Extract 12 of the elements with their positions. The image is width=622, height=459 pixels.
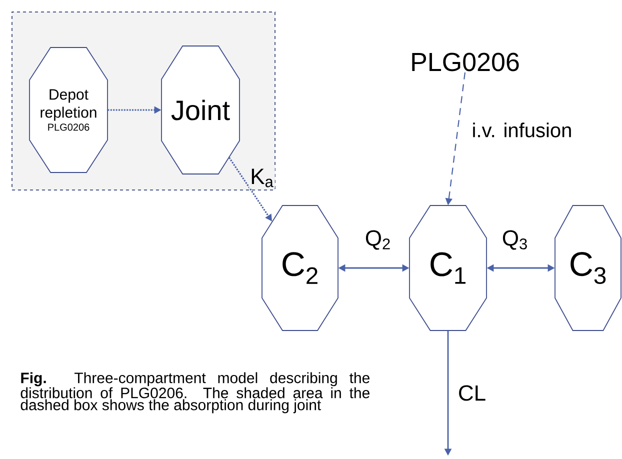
compartment-octagon: C$_{1}$: [409, 205, 487, 331]
edge-label: Q$_{3}$: [500, 229, 530, 251]
edge-label: Q$_{2}$: [364, 229, 392, 251]
compartment-octagon: Joint: [161, 46, 240, 174]
figure-caption: Fig. Three-compartment model describing the distribution of PLG0206. The shaded area in the dashed box shows the absorption during joint: [20, 372, 370, 414]
drug-label: PLG0206: [412, 52, 519, 72]
edge-label: CL: [456, 384, 488, 402]
compartment-octagon: C$_{2}$: [262, 205, 338, 331]
edge-label: i.v. infusion: [470, 122, 574, 138]
compartment-octagon: C$_{3}$: [554, 205, 622, 331]
edge-label: K$_{a}$: [249, 168, 275, 188]
compartment-octagon: Depot repletion PLG0206: [29, 47, 108, 173]
